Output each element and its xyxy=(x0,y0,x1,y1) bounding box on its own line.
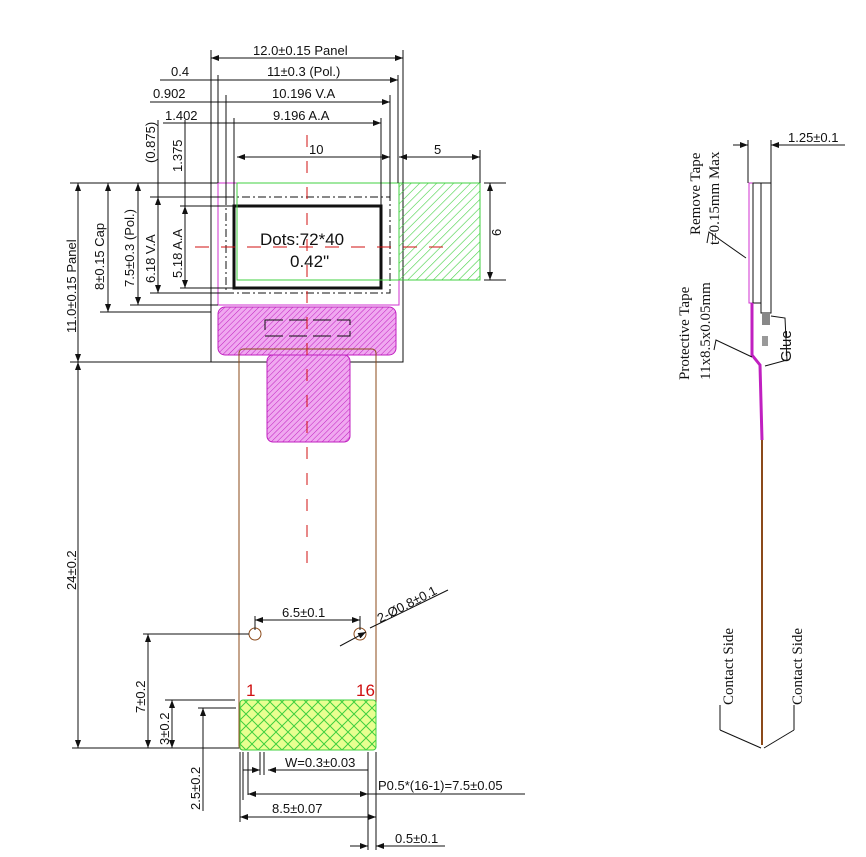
dim-cap-width: 10 xyxy=(309,142,323,157)
display-size: 0.42" xyxy=(290,252,329,271)
contact-side-left: Contact Side xyxy=(721,628,737,705)
pin-last: 16 xyxy=(356,681,375,700)
left-dimensions xyxy=(70,120,249,811)
protective-tape-size: 11x8.5x0.05mm xyxy=(698,282,714,380)
bend-mark xyxy=(264,319,351,337)
dim-contact-length: 3±0.2 xyxy=(157,713,172,745)
front-view: Dots:72*40 0.42" 1 16 xyxy=(195,135,481,751)
dim-hole-spacing: 6.5±0.1 xyxy=(282,605,325,620)
dim-fpc-length: 24±0.2 xyxy=(64,550,79,590)
contact-pads xyxy=(239,699,377,751)
dim-off-aa-height: 1.375 xyxy=(170,139,185,172)
dim-off-va-height: (0.875) xyxy=(143,122,158,163)
display-label: Dots:72*40 xyxy=(260,230,344,249)
dim-aa-height: 5.18 A.A xyxy=(170,229,185,278)
dim-va-width: 10.196 V.A xyxy=(272,86,335,101)
dim-fpc-width: 8.5±0.07 xyxy=(272,801,323,816)
dim-off-pol: 0.4 xyxy=(171,64,189,79)
dim-pitch: P0.5*(16-1)=7.5±0.05 xyxy=(378,778,503,793)
dim-aa-width: 9.196 A.A xyxy=(273,108,330,123)
pin-first: 1 xyxy=(246,681,255,700)
bottom-dimensions xyxy=(239,589,525,850)
contact-side-right: Contact Side xyxy=(790,628,806,705)
dim-stiff-length: 2.5±0.2 xyxy=(188,767,203,810)
stiffener-tab xyxy=(266,354,351,443)
dim-panel-height: 11.0±0.15 Panel xyxy=(64,239,79,333)
dim-pol-height: 7.5±0.3 (Pol.) xyxy=(122,209,137,287)
dim-tail-width: 5 xyxy=(434,142,441,157)
dim-va-height: 6.18 V.A xyxy=(143,234,158,283)
glue-label: Glue xyxy=(778,330,795,362)
dim-off-aa: 1.402 xyxy=(165,108,198,123)
cap-tail-hatch xyxy=(398,182,481,281)
dim-cap-height: 8±0.15 Cap xyxy=(92,223,107,290)
remove-tape-label: Remove Tape xyxy=(688,152,704,235)
top-dimensions xyxy=(150,50,506,281)
dim-hole-diameter: 2-Ø0.8±0.1 xyxy=(375,583,440,626)
side-view xyxy=(706,140,845,749)
dim-pol-width: 11±0.3 (Pol.) xyxy=(267,64,340,79)
remove-tape-thickness: t=0.15mm Max xyxy=(707,151,723,245)
dim-pin-width: W=0.3±0.03 xyxy=(285,755,355,770)
dim-hole-offset: 7±0.2 xyxy=(133,681,148,713)
dim-off-va: 0.902 xyxy=(153,86,186,101)
dim-thickness: 1.25±0.1 xyxy=(788,130,839,145)
protective-tape-label: Protective Tape xyxy=(677,286,693,380)
va-outline xyxy=(225,196,391,294)
dim-right-height: 6 xyxy=(489,229,504,236)
dim-edge: 0.5±0.1 xyxy=(395,831,438,846)
dim-panel-width: 12.0±0.15 Panel xyxy=(253,43,348,58)
